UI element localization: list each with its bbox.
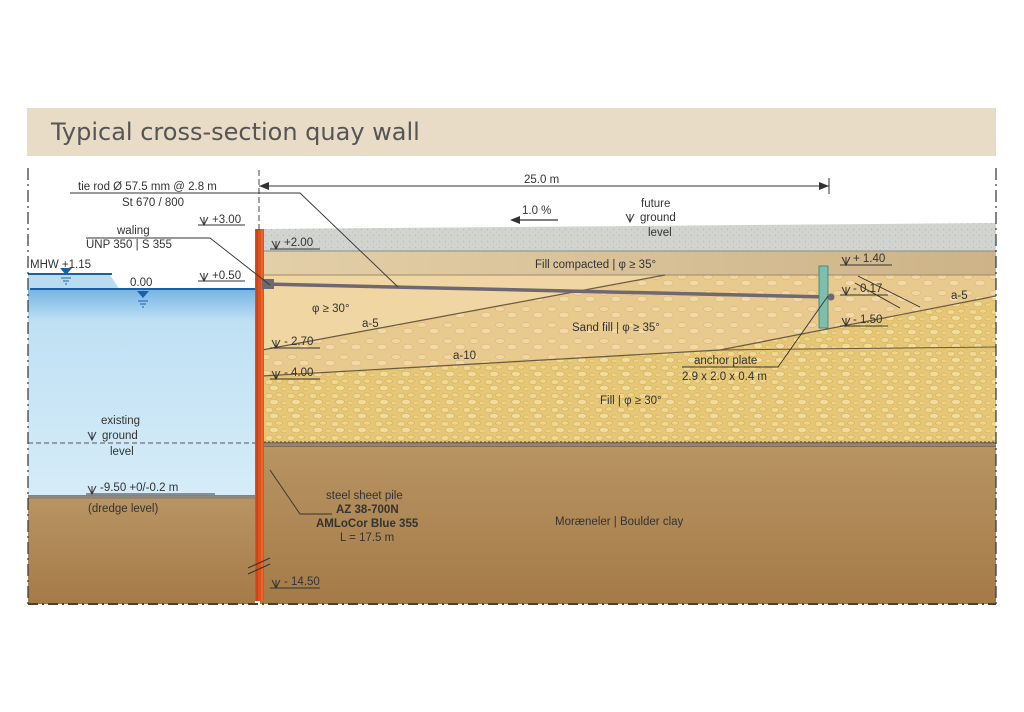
mhw-label: MHW +1.15 [30, 259, 91, 271]
slope-a5-left: a-5 [362, 318, 379, 330]
phi-30-label: φ ≥ 30° [312, 303, 350, 315]
slope-arrow [510, 216, 558, 224]
level-marker-050 [198, 272, 245, 283]
existing-ground-label-1: existing [101, 415, 140, 427]
level-200-label: +2.00 [284, 237, 313, 249]
waling-label: waling [116, 225, 150, 237]
tie-rod-label: tie rod Ø 57.5 mm @ 2.8 m [78, 181, 217, 193]
sheet-pile-length: L = 17.5 m [340, 532, 394, 544]
level-marker-300 [198, 216, 245, 227]
water-side [28, 268, 255, 604]
level-marker-150 [840, 317, 888, 328]
level-050-label: +0.50 [212, 270, 241, 282]
soil-layers [260, 223, 997, 604]
zero-water-marker [137, 291, 149, 308]
level-1450-label: - 14.50 [284, 576, 320, 588]
level-marker-950 [86, 485, 215, 496]
steel-sheet-pile [247, 170, 271, 601]
slope-a10: a-10 [453, 350, 476, 362]
dredge-level-label: (dredge level) [88, 503, 158, 515]
sand-fill-label: Sand fill | φ ≥ 35° [572, 322, 660, 334]
water-body [28, 290, 255, 496]
level-marker-140 [840, 256, 892, 267]
sheet-pile-label: steel sheet pile [326, 490, 403, 502]
slope-a5-right: a-5 [951, 290, 968, 302]
level-140-label: + 1.40 [853, 253, 885, 265]
page-title: Typical cross-section quay wall [51, 118, 420, 146]
slope-label: 1.0 % [522, 205, 551, 217]
boulder-clay-layer [260, 446, 996, 604]
top-gravel-layer [262, 223, 996, 251]
fill-label: Fill | φ ≥ 30° [600, 395, 662, 407]
level-marker-200 [270, 240, 320, 251]
level-150-label: - 1.50 [853, 314, 882, 326]
level-000-label: 0.00 [130, 277, 152, 289]
boulder-clay-label: Moræneler | Boulder clay [555, 516, 684, 528]
sheet-pile-coating: AMLoCor Blue 355 [316, 518, 419, 530]
future-ground-label-1: future [641, 198, 670, 210]
fill-compacted-label: Fill compacted | φ ≥ 35° [535, 259, 656, 271]
level-marker-017 [840, 286, 888, 297]
tie-rod [263, 282, 829, 299]
level-300-label: +3.00 [212, 214, 241, 226]
level-270-label: - 2.70 [284, 336, 313, 348]
dimension-25m [259, 178, 830, 194]
level-950-label: -9.50 +0/-0.2 m [100, 482, 178, 494]
level-017-label: - 0.17 [853, 283, 882, 295]
sand-fill-layer [262, 275, 996, 376]
existing-ground-label-3: level [110, 446, 134, 458]
title-bar: Typical cross-section quay wall [27, 108, 996, 156]
dredge-clay [28, 499, 255, 604]
anchor-plate-size: 2.9 x 2.0 x 0.4 m [682, 371, 767, 383]
anchor-plate [818, 265, 829, 329]
level-marker-270 [270, 339, 320, 350]
compacted-fill-layer [262, 251, 996, 275]
level-400-label: - 4.00 [284, 367, 313, 379]
level-marker-1450 [270, 579, 320, 590]
level-marker-400 [270, 370, 320, 381]
sheet-pile-type: AZ 38-700N [336, 504, 399, 516]
dimension-label: 25.0 m [524, 174, 559, 186]
future-ground-label-2: ground [640, 212, 676, 224]
future-ground-label-3: level [648, 227, 672, 239]
anchor-plate-label: anchor plate [694, 355, 757, 367]
mhw-water-marker [60, 268, 72, 285]
waling-spec: UNP 350 | S 355 [86, 239, 172, 251]
existing-ground-label-2: ground [102, 430, 138, 442]
tie-rod-grade: St 670 / 800 [122, 197, 184, 209]
level-markers [86, 213, 892, 590]
level-marker-future [625, 213, 635, 224]
level-marker-existing [87, 431, 97, 442]
